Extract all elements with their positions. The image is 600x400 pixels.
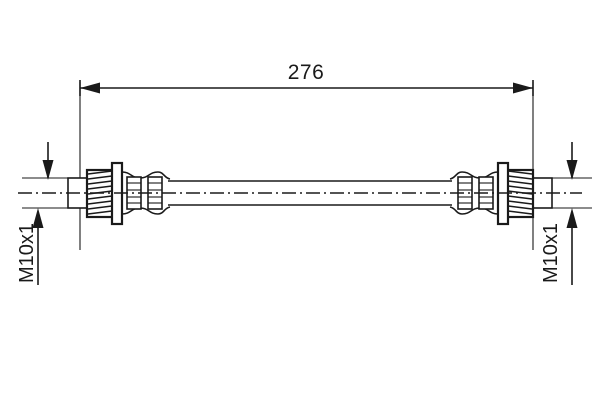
arrow-up-icon-right [566,208,578,228]
ferrule-wave-bottom-left [121,206,171,215]
arrow-down-icon-left [42,160,54,180]
thread-callout-left: M10x1 [16,142,78,285]
thread-label-right: M10x1 [540,223,562,283]
arrow-left-icon [80,82,100,94]
ferrule-wave-top-left [121,171,171,180]
overall-length-dimension: 276 [79,61,534,250]
hose-body [168,180,452,206]
thread-label-left: M10x1 [16,223,38,283]
arrow-down-icon-right [566,160,578,180]
thread-callout-right: M10x1 [535,142,592,285]
ferrule-wave-bottom-right [449,206,499,215]
crimp-band-2-right [457,176,473,210]
arrow-up-icon-left [32,208,44,228]
arrow-right-icon [513,82,533,94]
ferrule-wave-top-right [449,171,499,180]
dimension-value-length: 276 [288,61,325,84]
